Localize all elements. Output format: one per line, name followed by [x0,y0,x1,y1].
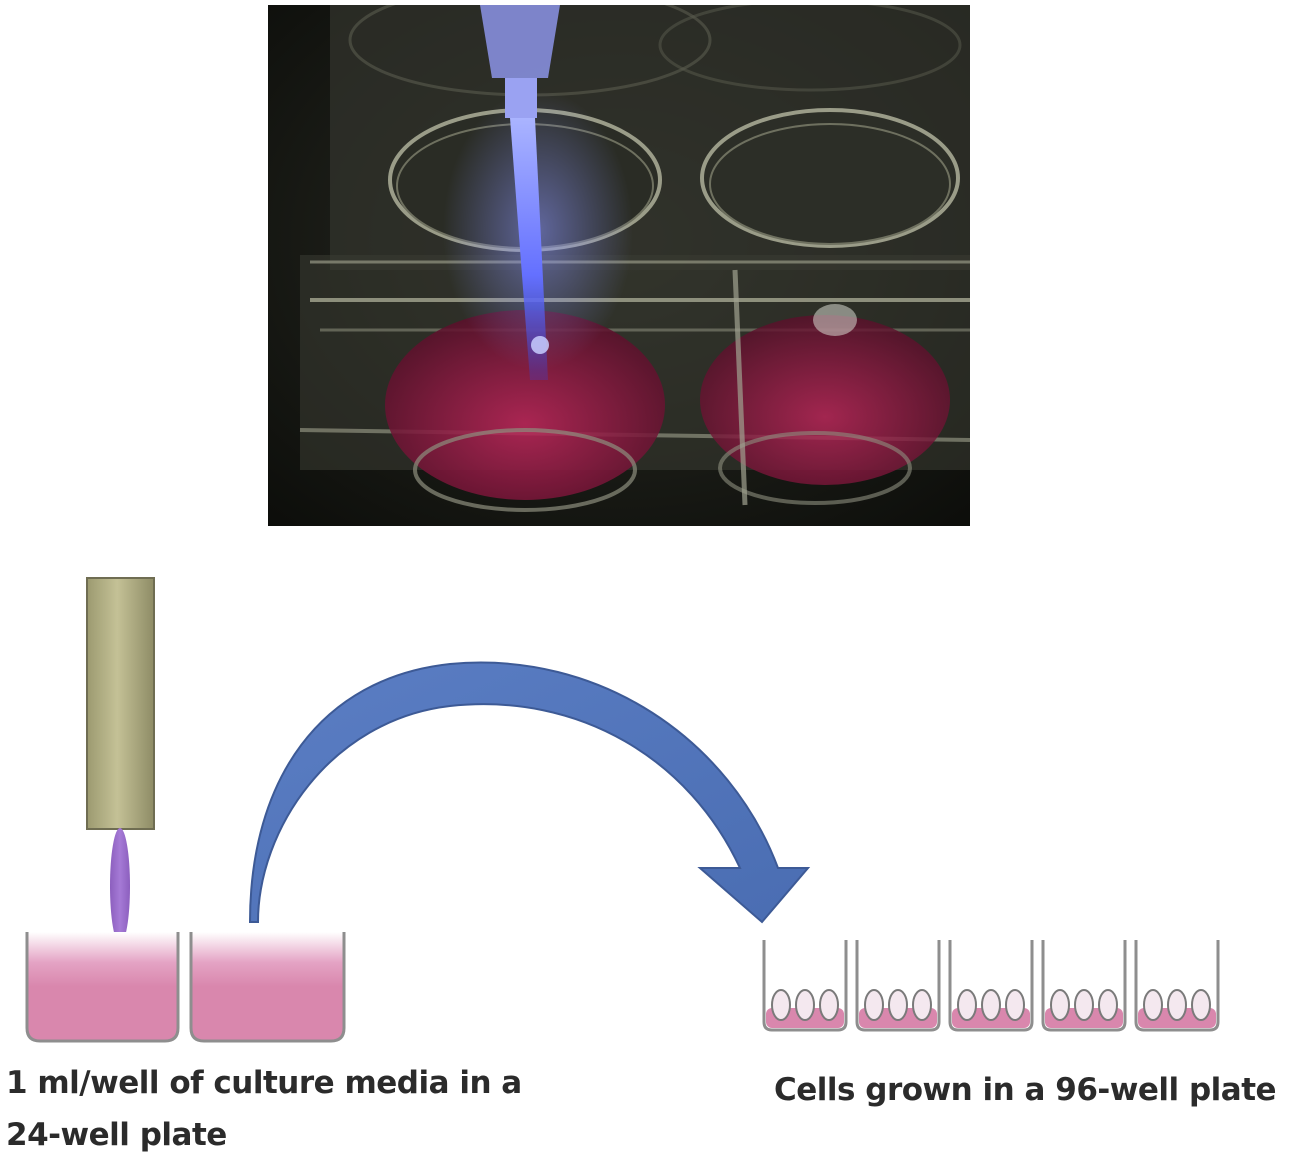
cell [1098,989,1118,1021]
plasma-source-rod [86,577,155,830]
cell [888,989,908,1021]
cell [1050,989,1070,1021]
cell [957,989,977,1021]
cell-well [1134,940,1220,1032]
cell [819,989,839,1021]
cell-wells-96 [762,940,1220,1032]
plasma-jet-photo [268,5,970,526]
cell [1167,989,1187,1021]
caption-24-well-line1: 1 ml/well of culture media in a [6,1065,522,1101]
cell [1005,989,1025,1021]
culture-well-adjacent [189,932,346,1043]
cell-well [762,940,848,1032]
caption-24-well: 1 ml/well of culture media in a 24-well … [6,1057,626,1161]
plasma-jet-plume [110,828,130,944]
cell [795,989,815,1021]
transfer-arrow [248,661,811,924]
cell [1074,989,1094,1021]
cell [981,989,1001,1021]
caption-24-well-line2: 24-well plate [6,1117,227,1153]
cell [912,989,932,1021]
caption-96-well: Cells grown in a 96-well plate [774,1072,1277,1108]
cell-well [1041,940,1127,1032]
cell [864,989,884,1021]
cell [771,989,791,1021]
cell [1191,989,1211,1021]
culture-wells-24 [25,932,346,1043]
cell-well [948,940,1034,1032]
cell [1143,989,1163,1021]
culture-well-treated [25,932,180,1043]
cell-well [855,940,941,1032]
